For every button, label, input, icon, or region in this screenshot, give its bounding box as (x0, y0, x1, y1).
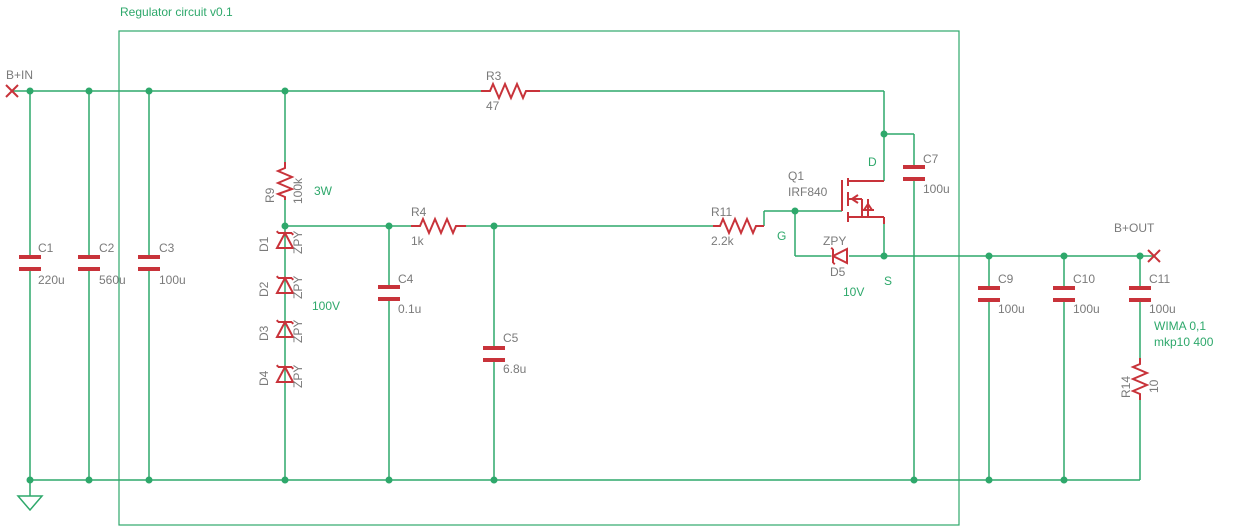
c2-ref: C2 (99, 241, 115, 255)
resistor-r9 (275, 162, 295, 200)
c2-value: 560u (99, 273, 126, 287)
c11-ref: C11 (1149, 272, 1170, 286)
c3-ref: C3 (159, 241, 175, 255)
capacitor-c4 (378, 285, 400, 301)
c10-value: 100u (1073, 302, 1100, 316)
r4-value: 1k (411, 234, 425, 248)
c7-ref: C7 (923, 152, 939, 166)
q1-value: IRF840 (788, 185, 828, 199)
c9-value: 100u (998, 302, 1025, 316)
d3-value: ZPY (291, 320, 305, 343)
c1-ref: C1 (38, 241, 54, 255)
c4-value: 0.1u (398, 302, 421, 316)
resistor-r3 (481, 81, 540, 101)
zener-string-note: 100V (312, 299, 340, 313)
net-out-label: B+OUT (1114, 221, 1155, 235)
capacitor-c7 (903, 165, 925, 181)
zener-diode-d3 (275, 319, 295, 338)
d1-value: ZPY (291, 231, 305, 254)
r3-ref: R3 (486, 69, 502, 83)
c5-ref: C5 (503, 331, 519, 345)
resistor-r14 (1130, 358, 1150, 400)
r9-power-note: 3W (314, 184, 333, 198)
capacitor-c10 (1053, 286, 1075, 302)
circuit-title: Regulator circuit v0.1 (120, 5, 233, 19)
r4-ref: R4 (411, 205, 427, 219)
d5-value: ZPY (823, 234, 846, 248)
c1-value: 220u (38, 273, 65, 287)
c9-ref: C9 (998, 272, 1014, 286)
capacitor-c3 (138, 255, 160, 271)
r11-ref: R11 (711, 205, 732, 219)
wires (12, 90, 1154, 496)
q1-pin-gate: G (777, 229, 786, 243)
q1-pin-source: S (884, 274, 892, 288)
net-out-marker (1147, 249, 1161, 263)
resistor-r4 (411, 216, 466, 236)
c5-value: 6.8u (503, 362, 526, 376)
c4-ref: C4 (398, 272, 414, 286)
c11-note-line2: mkp10 400 (1154, 335, 1214, 349)
junctions (26, 87, 1144, 484)
c3-value: 100u (159, 273, 186, 287)
c10-ref: C10 (1073, 272, 1095, 286)
capacitor-c11 (1129, 286, 1151, 302)
r14-value: 10 (1147, 379, 1161, 393)
zener-diode-d2 (275, 275, 295, 294)
c11-value: 100u (1149, 302, 1176, 316)
r9-value: 100k (291, 177, 305, 204)
net-in-label: B+IN (6, 68, 33, 82)
q1-ref: Q1 (788, 169, 804, 183)
r9-ref: R9 (263, 187, 277, 203)
zener-diode-d4 (275, 364, 295, 383)
d2-value: ZPY (291, 276, 305, 299)
d2-ref: D2 (257, 281, 271, 297)
c11-note-line1: WIMA 0,1 (1154, 319, 1206, 333)
zener-diode-d1 (275, 230, 295, 249)
r14-ref: R14 (1119, 376, 1133, 398)
q1-pin-drain: D (868, 155, 877, 169)
d4-ref: D4 (257, 370, 271, 386)
capacitor-c2 (78, 255, 100, 271)
title-frame (118, 30, 960, 526)
resistor-r11 (713, 216, 764, 236)
capacitor-c9 (978, 286, 1000, 302)
capacitor-c1 (19, 255, 41, 271)
d1-ref: D1 (257, 236, 271, 252)
c7-value: 100u (923, 182, 950, 196)
d5-voltage-note: 10V (843, 285, 864, 299)
capacitor-c5 (483, 346, 505, 362)
net-in-marker (5, 84, 19, 98)
d4-value: ZPY (291, 365, 305, 388)
zener-diode-d5 (830, 247, 848, 265)
d3-ref: D3 (257, 325, 271, 341)
r11-value: 2.2k (711, 234, 735, 248)
ground-icon (16, 495, 44, 512)
mosfet-q1 (841, 178, 885, 224)
r3-value: 47 (486, 99, 500, 113)
d5-ref: D5 (830, 265, 846, 279)
